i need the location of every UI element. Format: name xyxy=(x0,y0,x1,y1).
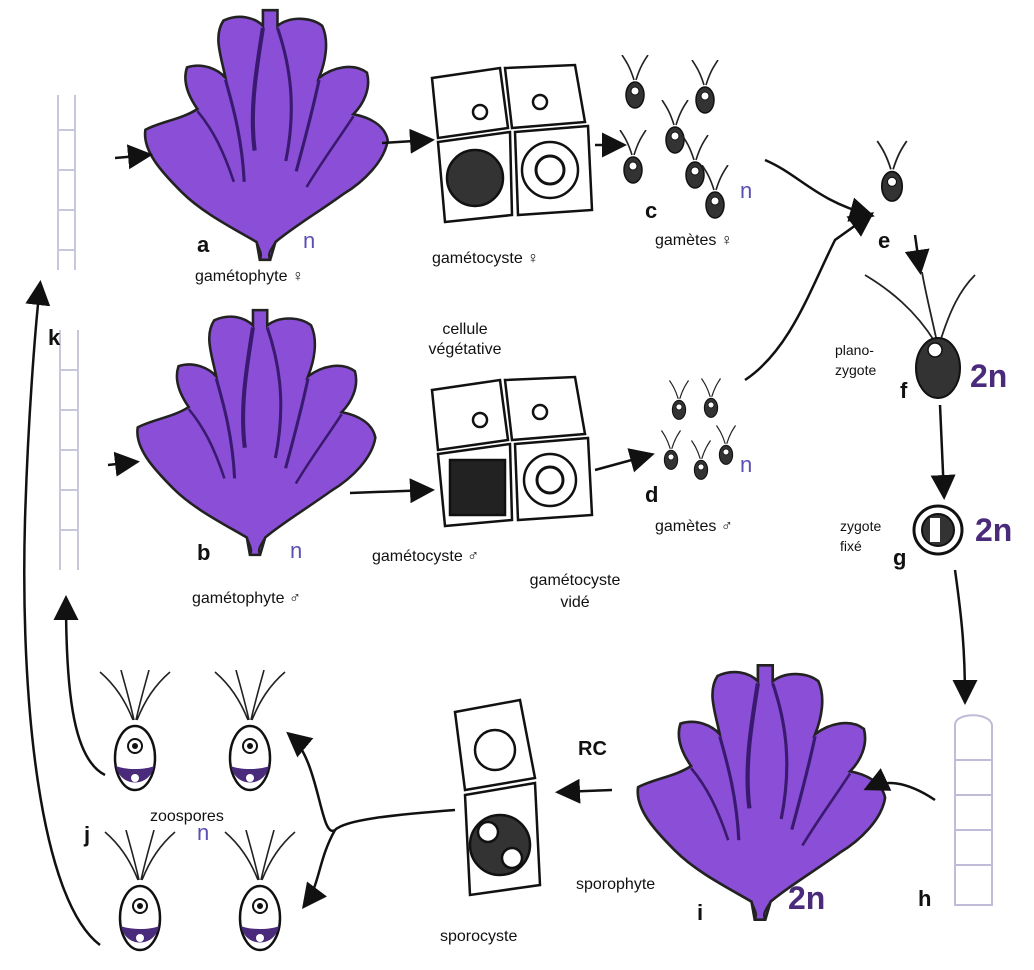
arrow-b-to-gametocyst xyxy=(350,490,430,493)
gamete-male-5 xyxy=(716,426,735,465)
caption-zygote-fixe: zygote fixé xyxy=(840,516,881,556)
planozygote-cell xyxy=(865,272,975,398)
gamete-male-4 xyxy=(691,441,710,480)
gamete-male-3 xyxy=(661,431,680,470)
arrow-sporocyst-to-zoospores-up xyxy=(290,735,455,831)
arrow-e-to-f xyxy=(915,235,920,270)
zoospore-4 xyxy=(225,830,295,950)
caption-rc: RC xyxy=(578,738,607,761)
ploidy-d: n xyxy=(740,452,752,478)
caption-gametocyste-vide: gamétocyste vidé xyxy=(510,570,640,614)
ploidy-c: n xyxy=(740,178,752,204)
filament-k-upper xyxy=(58,95,75,270)
label-letter-h: h xyxy=(918,886,931,912)
caption-gametes-female: gamètes ♀ xyxy=(655,232,733,250)
label-letter-j: j xyxy=(84,822,90,848)
arrow-g-to-h xyxy=(955,570,965,700)
label-letter-b: b xyxy=(197,540,210,566)
label-letter-g: g xyxy=(893,545,906,571)
gametophyte-male-thallus xyxy=(137,310,375,555)
label-letter-f: f xyxy=(900,378,907,404)
arrow-k-to-b xyxy=(108,462,135,465)
arrow-sporocyst-to-zoospores-down xyxy=(305,830,335,905)
caption-planozygote: plano- zygote xyxy=(835,340,876,380)
gametocyst-male-cells xyxy=(432,377,592,526)
arrow-k-to-a xyxy=(115,155,148,158)
arrow-gametes-f-to-e xyxy=(765,160,870,215)
label-letter-e: e xyxy=(878,228,890,254)
filament-k-lower xyxy=(60,330,78,570)
arrow-a-to-gametocyst xyxy=(382,140,430,143)
gamete-female-6 xyxy=(702,165,728,218)
caption-sporocyste: sporocyste xyxy=(440,928,517,946)
gamete-male-2 xyxy=(701,379,720,418)
gamete-female-3 xyxy=(662,100,688,153)
caption-gametocyste-male: gamétocyste ♂ xyxy=(372,548,479,566)
gamete-female-1 xyxy=(622,55,648,108)
label-letter-k: k xyxy=(48,325,60,351)
gamete-female-4 xyxy=(620,130,646,183)
fixed-zygote-cell xyxy=(914,506,962,554)
arrow-f-to-g xyxy=(940,405,944,495)
caption-cellule-vegetative: cellule végétative xyxy=(400,320,530,360)
zoospore-2 xyxy=(215,670,285,790)
ploidy-f: 2n xyxy=(970,358,1007,395)
arrow-gametocyst-to-gametes-m xyxy=(595,455,650,470)
caption-gametophyte-female: gamétophyte ♀ xyxy=(195,268,304,286)
arrow-i-to-sporocyst xyxy=(560,790,612,792)
label-letter-d: d xyxy=(645,482,658,508)
caption-gametophyte-male: gamétophyte ♂ xyxy=(192,590,301,608)
ploidy-b: n xyxy=(290,538,302,564)
gamete-female-5 xyxy=(682,135,708,188)
gamete-female-2 xyxy=(692,60,718,113)
ploidy-i: 2n xyxy=(788,880,825,917)
filament-h xyxy=(955,715,992,905)
zoospore-1 xyxy=(100,670,170,790)
caption-sporophyte: sporophyte xyxy=(576,876,655,894)
label-letter-c: c xyxy=(645,198,657,224)
caption-zoospores: zoospores xyxy=(150,808,224,826)
zoospore-3 xyxy=(105,830,175,950)
arrow-j-to-k xyxy=(66,600,105,775)
sporocyst-cells xyxy=(455,700,540,895)
label-letter-a: a xyxy=(197,232,209,258)
gametophyte-female-thallus xyxy=(145,10,388,260)
caption-gametocyste-female: gamétocyste ♀ xyxy=(432,250,539,268)
fusing-gametes xyxy=(877,141,906,201)
gamete-male-1 xyxy=(669,381,688,420)
ploidy-a: n xyxy=(303,228,315,254)
ploidy-g: 2n xyxy=(975,512,1012,549)
gametocyst-female-cells xyxy=(432,65,592,222)
caption-gametes-male: gamètes ♂ xyxy=(655,518,733,536)
label-letter-i: i xyxy=(697,900,703,926)
sporophyte-thallus xyxy=(638,665,885,919)
